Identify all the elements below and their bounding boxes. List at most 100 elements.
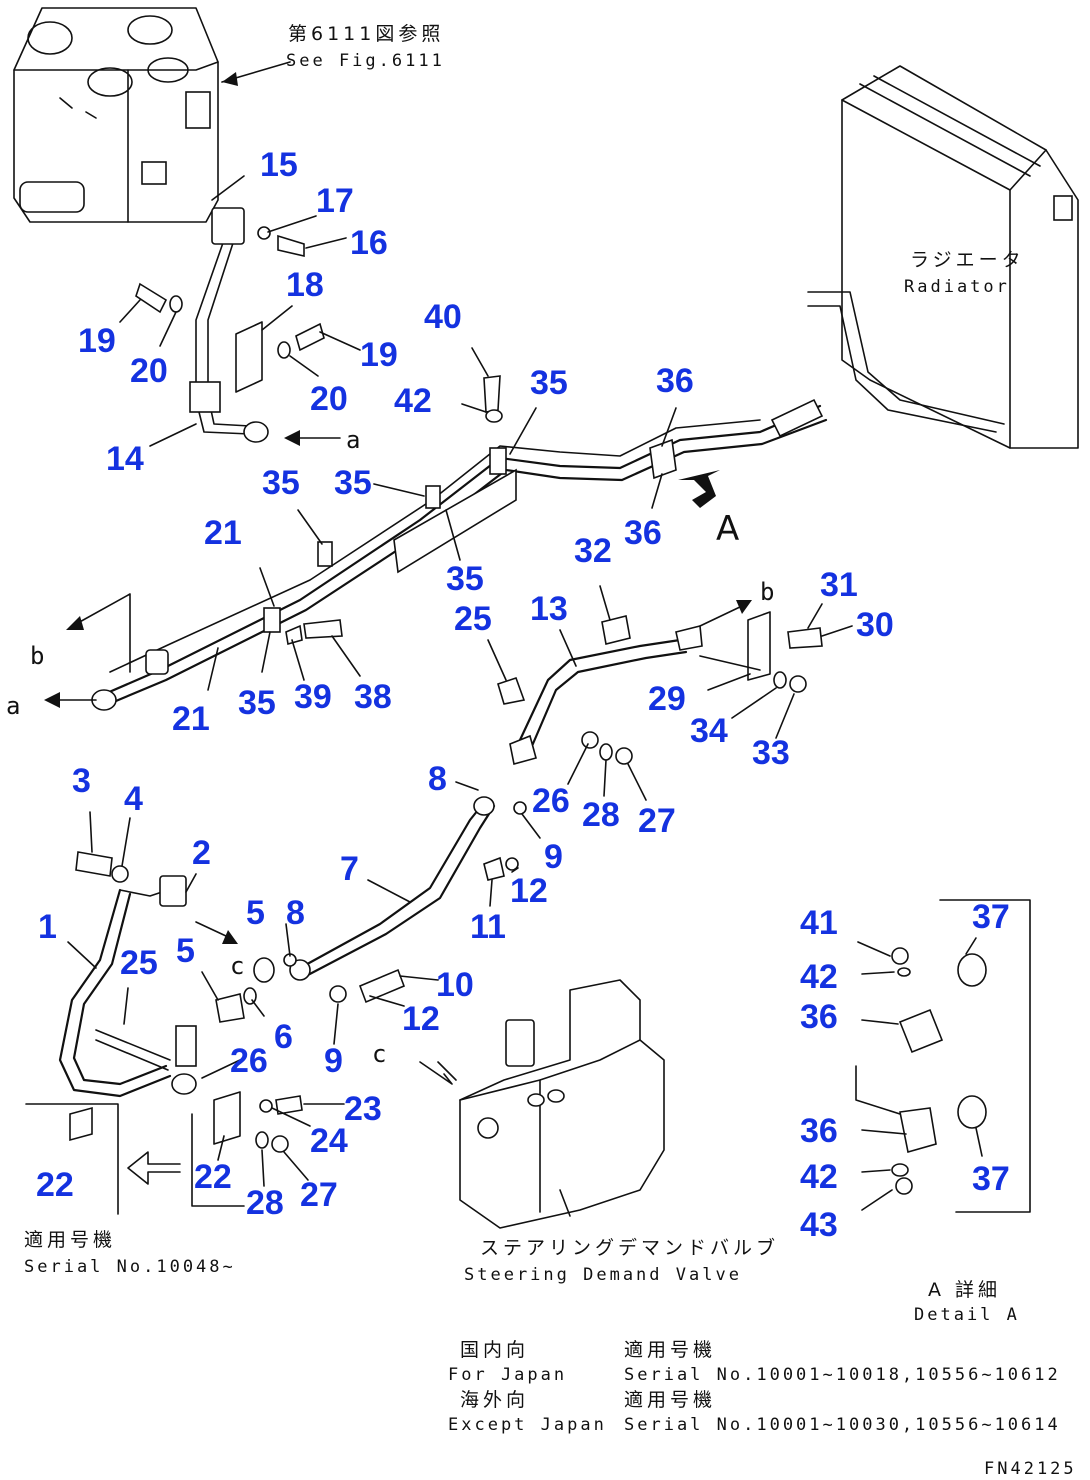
- steering-valve-jp: ステアリングデマンドバルブ: [480, 1236, 779, 1259]
- part-number-19: 19: [360, 336, 398, 374]
- part-number-19: 19: [78, 322, 116, 360]
- detail-a: [855, 899, 1031, 1213]
- part-number-2: 2: [192, 834, 211, 872]
- part-number-36: 36: [656, 362, 694, 400]
- part-number-35: 35: [446, 560, 484, 598]
- part-number-8: 8: [428, 760, 447, 798]
- connection-refs: a a b b c c A: [6, 426, 774, 1068]
- pipe-13-assembly: [497, 611, 823, 765]
- serial-row1-jp-left: 国内向: [460, 1339, 529, 1361]
- detail-en: Detail A: [914, 1305, 1020, 1325]
- part-number-41: 41: [800, 904, 838, 942]
- serial-row1-en-right: Serial No.10001~10018,10556~10612: [624, 1365, 1061, 1385]
- part-number-7: 7: [340, 850, 359, 888]
- part-number-35: 35: [530, 364, 568, 402]
- part-number-35: 35: [334, 464, 372, 502]
- part-number-34: 34: [690, 712, 728, 750]
- part-number-42: 42: [800, 1158, 838, 1196]
- radiator: [807, 65, 1079, 449]
- leader-lines: [67, 175, 983, 1211]
- part-number-38: 38: [354, 678, 392, 716]
- serial-inset: [25, 1103, 181, 1215]
- part-number-37: 37: [972, 898, 1010, 936]
- part-number-26: 26: [230, 1042, 268, 1080]
- part-number-39: 39: [294, 678, 332, 716]
- part-number-42: 42: [800, 958, 838, 996]
- part-number-4: 4: [124, 780, 143, 818]
- part-number-8: 8: [286, 894, 305, 932]
- part-number-24: 24: [310, 1122, 348, 1160]
- ref-a: a: [346, 426, 360, 454]
- tank-block: [13, 7, 219, 223]
- radiator-en: Radiator: [904, 277, 1010, 297]
- part-number-1: 1: [38, 908, 57, 946]
- part-number-21: 21: [172, 700, 210, 738]
- part-number-42: 42: [394, 382, 432, 420]
- part-number-3: 3: [72, 762, 91, 800]
- part-number-20: 20: [310, 380, 348, 418]
- ref-c: c: [372, 1040, 386, 1068]
- part-number-37: 37: [972, 1160, 1010, 1198]
- part-number-22: 22: [194, 1158, 232, 1196]
- part-number-21: 21: [204, 514, 242, 552]
- part-number-25: 25: [454, 600, 492, 638]
- part-number-18: 18: [286, 266, 324, 304]
- part-number-10: 10: [436, 966, 474, 1004]
- part-number-15: 15: [260, 146, 298, 184]
- part-number-5: 5: [246, 894, 265, 932]
- steering-valve-en: Steering Demand Valve: [464, 1265, 742, 1285]
- part-number-12: 12: [402, 1000, 440, 1038]
- part-number-25: 25: [120, 944, 158, 982]
- part-number-16: 16: [350, 224, 388, 262]
- detail-jp: A 詳細: [928, 1279, 1001, 1301]
- ref-b: b: [760, 578, 774, 606]
- part-number-26: 26: [532, 782, 570, 820]
- part-number-31: 31: [820, 566, 858, 604]
- part-number-35: 35: [262, 464, 300, 502]
- part-number-28: 28: [582, 796, 620, 834]
- drawing-code: FN42125: [984, 1459, 1077, 1479]
- text-labels: 第6111図参照 See Fig.6111 ラジエータ Radiator 適用号…: [24, 23, 1025, 1325]
- see-fig-jp: 第6111図参照: [288, 23, 444, 45]
- radiator-jp: ラジエータ: [910, 249, 1025, 271]
- part-number-32: 32: [574, 532, 612, 570]
- part-number-28: 28: [246, 1184, 284, 1222]
- part-number-20: 20: [130, 352, 168, 390]
- part-number-36: 36: [800, 1112, 838, 1150]
- part-number-23: 23: [344, 1090, 382, 1128]
- part-number-27: 27: [300, 1176, 338, 1214]
- serial-inset-en: Serial No.10048~: [24, 1257, 236, 1277]
- part-number-9: 9: [544, 838, 563, 876]
- serial-row2-en-right: Serial No.10001~10030,10556~10614: [624, 1415, 1061, 1435]
- part-number-40: 40: [424, 298, 462, 336]
- hose-7-pipe-1: [58, 796, 527, 1207]
- part-number-14: 14: [106, 440, 144, 478]
- part-number-33: 33: [752, 734, 790, 772]
- serial-row2-jp-right: 適用号機: [624, 1389, 716, 1411]
- part-number-11: 11: [470, 908, 506, 946]
- part-number-35: 35: [238, 684, 276, 722]
- part-number-12: 12: [510, 872, 548, 910]
- ref-a: a: [6, 692, 20, 720]
- part-number-17: 17: [316, 182, 354, 220]
- pipe-15-14: [135, 207, 325, 443]
- part-number-36: 36: [624, 514, 662, 552]
- serial-table: 国内向 適用号機 For Japan Serial No.10001~10018…: [448, 1339, 1061, 1435]
- pipe-21-assembly: [91, 375, 828, 711]
- serial-row2-en-left: Except Japan: [448, 1415, 607, 1435]
- part-number-5: 5: [176, 932, 195, 970]
- ref-c: c: [230, 952, 244, 980]
- part-number-36: 36: [800, 998, 838, 1036]
- part-number-27: 27: [638, 802, 676, 840]
- serial-row1-jp-right: 適用号機: [624, 1339, 716, 1361]
- part-number-13: 13: [530, 590, 568, 628]
- ref-b: b: [30, 642, 44, 670]
- serial-inset-jp: 適用号機: [24, 1229, 116, 1251]
- steering-demand-valve: [419, 979, 665, 1229]
- view-a-label: A: [716, 509, 739, 549]
- serial-row1-en-left: For Japan: [448, 1365, 567, 1385]
- see-fig-en: See Fig.6111: [286, 51, 445, 71]
- part-number-22: 22: [36, 1166, 74, 1204]
- part-number-9: 9: [324, 1042, 343, 1080]
